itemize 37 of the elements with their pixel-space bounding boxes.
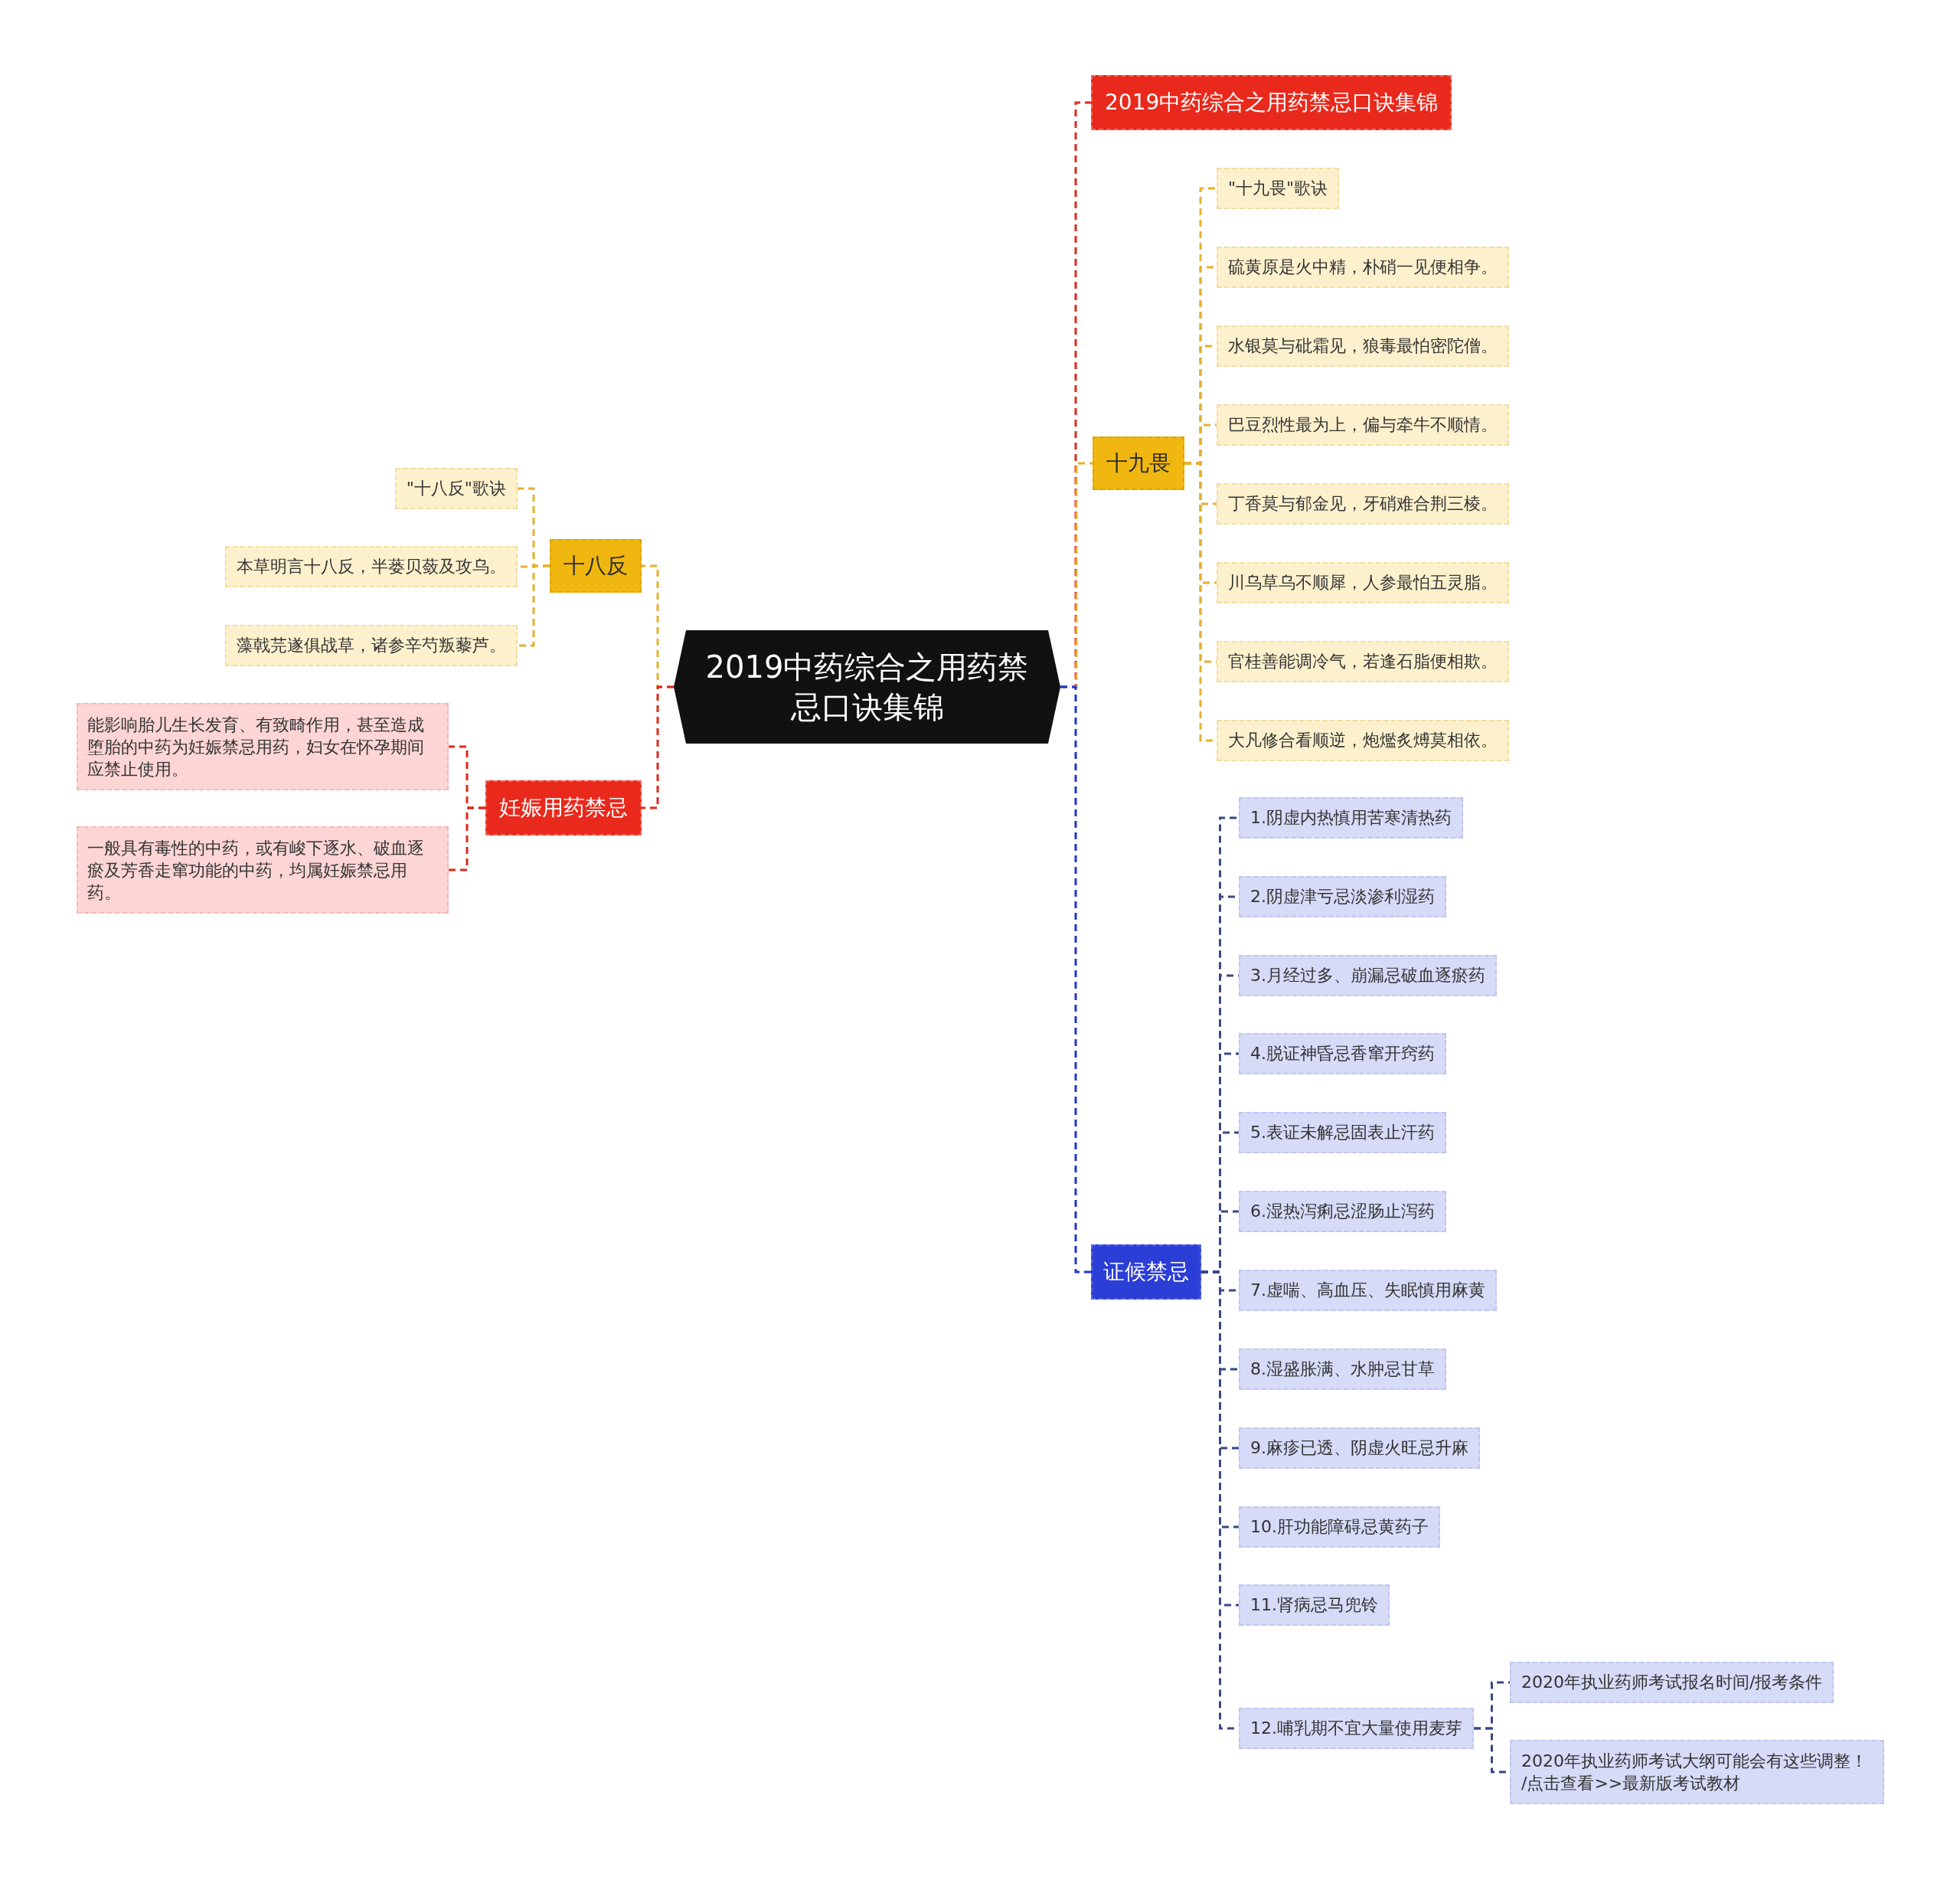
subtopic-box: 6.湿热泻痢忌涩肠止泻药 <box>1239 1191 1446 1232</box>
connector-line <box>642 685 674 809</box>
branch-topic: 2019中药综合之用药禁忌口诀集锦 <box>1091 75 1452 130</box>
subtopic-box: 大凡修合看顺逆，炮爁炙煿莫相依。 <box>1217 720 1509 761</box>
branch-topic: 证候禁忌 <box>1091 1244 1201 1300</box>
subtopic-box: 巴豆烈性最为上，偏与牵牛不顺情。 <box>1217 404 1509 446</box>
subtopic-box: 一般具有毒性的中药，或有峻下逐水、破血逐瘀及芳香走窜功能的中药，均属妊娠禁忌用药。 <box>77 826 449 914</box>
subtopic-box: 8.湿盛胀满、水肿忌甘草 <box>1239 1349 1446 1390</box>
subtopic-box: 1.阴虚内热慎用苦寒清热药 <box>1239 797 1463 839</box>
connector-line <box>1060 685 1091 1273</box>
subtopic-box: 3.月经过多、崩漏忌破血逐瘀药 <box>1239 955 1497 996</box>
subtopic-box: 11.肾病忌马兜铃 <box>1239 1584 1390 1626</box>
subtopic-box: "十八反"歌诀 <box>394 468 518 509</box>
subtopic-box: 2020年执业药师考试大纲可能会有这些调整！ /点击查看>>最新版考试教材 <box>1510 1740 1884 1804</box>
subtopic-box: 水银莫与砒霜见，狼毒最怕密陀僧。 <box>1217 325 1509 367</box>
subtopic-box: 9.麻疹已透、阴虚火旺忌升麻 <box>1239 1427 1480 1469</box>
subtopic-box: 藻戟芫遂俱战草，诸参辛芍叛藜芦。 <box>225 625 518 666</box>
connector-line <box>449 806 485 871</box>
subtopic-box: 能影响胎儿生长发育、有致畸作用，甚至造成堕胎的中药为妊娠禁忌用药，妇女在怀孕期间应禁止使用。 <box>77 703 449 790</box>
subtopic-box: 2020年执业药师考试报名时间/报考条件 <box>1510 1662 1834 1703</box>
subtopic-box: 2.阴虚津亏忌淡渗利湿药 <box>1239 876 1446 917</box>
branch-topic: 十八反 <box>550 539 642 593</box>
subtopic-box: "十九畏"歌诀 <box>1217 168 1340 209</box>
branch-topic: 十九畏 <box>1093 436 1184 490</box>
subtopic-box: 硫黄原是火中精，朴硝一见便相争。 <box>1217 247 1509 288</box>
connector-line <box>518 564 550 647</box>
subtopic-box: 本草明言十八反，半蒌贝蔹及攻乌。 <box>225 546 518 587</box>
subtopic-box: 川乌草乌不顺犀，人参最怕五灵脂。 <box>1217 562 1509 603</box>
subtopic-box: 10.肝功能障碍忌黄药子 <box>1239 1506 1440 1548</box>
subtopic-box: 7.虚喘、高血压、失眠慎用麻黄 <box>1239 1270 1497 1311</box>
subtopic-box: 4.脱证神昏忌香窜开窍药 <box>1239 1033 1446 1074</box>
branch-topic: 妊娠用药禁忌 <box>485 780 642 835</box>
subtopic-box: 丁香莫与郁金见，牙硝难合荆三棱。 <box>1217 483 1509 525</box>
subtopic-box: 5.表证未解忌固表止汗药 <box>1239 1112 1446 1153</box>
subtopic-box: 官桂善能调冷气，若逢石脂便相欺。 <box>1217 641 1509 682</box>
subtopic-box: 12.哺乳期不宜大量使用麦芽 <box>1239 1708 1474 1749</box>
central-topic: 2019中药综合之用药禁忌口诀集锦 <box>674 630 1060 744</box>
